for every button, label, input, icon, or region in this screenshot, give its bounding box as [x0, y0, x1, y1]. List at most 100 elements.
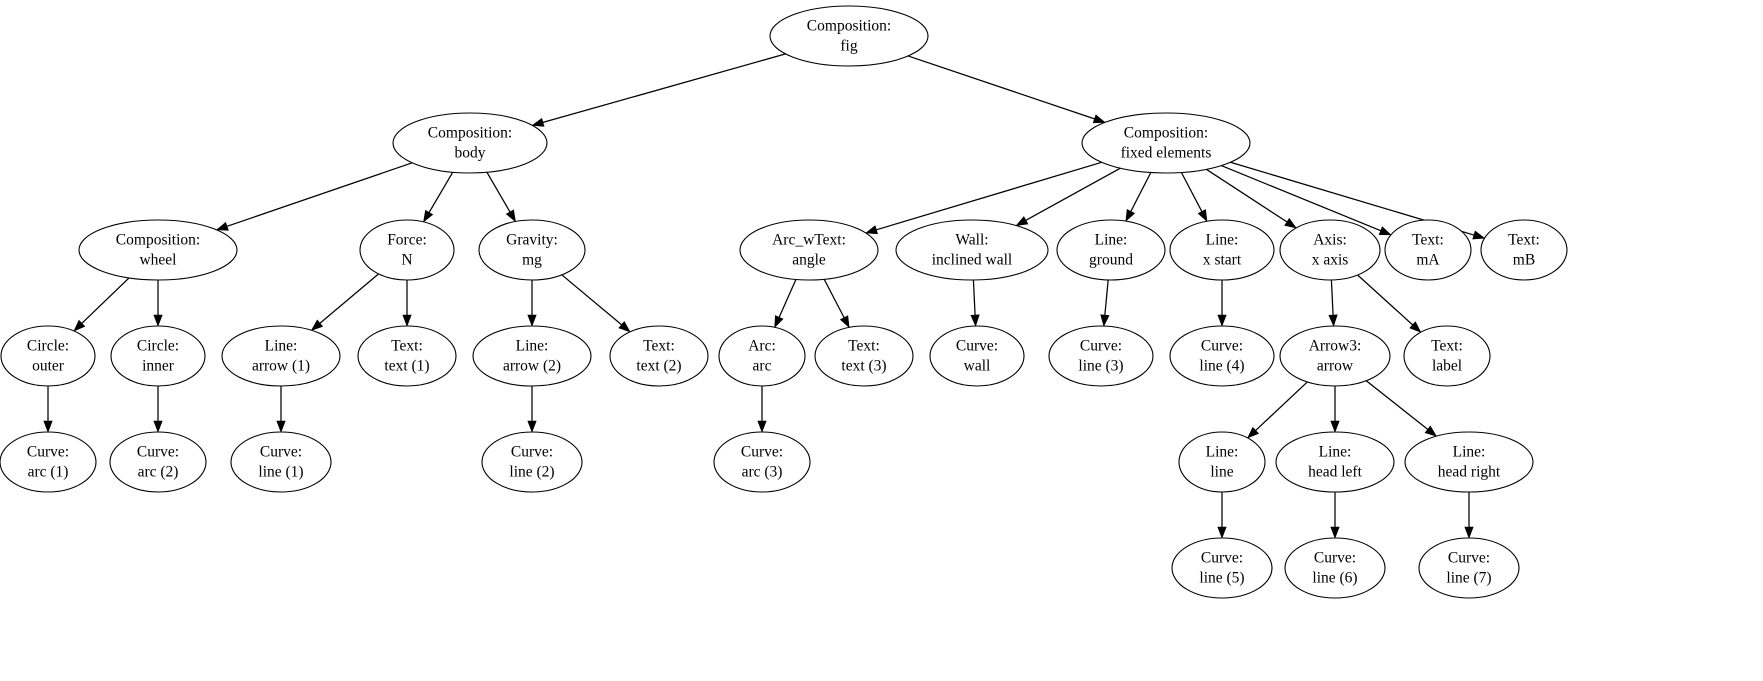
node-label-name: head right	[1438, 464, 1501, 481]
arrowhead-icon	[1015, 216, 1029, 227]
node-ellipse[interactable]	[769, 5, 929, 67]
edge-axisx-to-arrow3	[1328, 279, 1338, 327]
edge-line	[81, 277, 130, 324]
node-label-name: angle	[792, 252, 826, 269]
node-ellipse[interactable]	[230, 431, 332, 493]
node-texttext3[interactable]: Text:text (3)	[814, 325, 914, 387]
node-linexstart[interactable]: Line:x start	[1169, 219, 1275, 281]
node-curveline1[interactable]: Curve:line (1)	[230, 431, 332, 493]
node-ellipse[interactable]	[357, 325, 457, 387]
node-arcarc[interactable]: Arc:arc	[718, 325, 806, 387]
node-curvearc2[interactable]: Curve:arc (2)	[109, 431, 207, 493]
node-fixed[interactable]: Composition:fixed elements	[1081, 112, 1251, 174]
node-ellipse[interactable]	[814, 325, 914, 387]
node-arcwtext[interactable]: Arc_wText:angle	[739, 219, 879, 281]
node-circleinner[interactable]: Circle:inner	[110, 325, 206, 387]
node-forceN[interactable]: Force:N	[359, 219, 455, 281]
node-linearrow2[interactable]: Line:arrow (2)	[472, 325, 592, 387]
arrowhead-icon	[1247, 426, 1260, 439]
node-ellipse[interactable]	[1418, 537, 1520, 599]
arrowhead-icon	[1284, 217, 1297, 229]
node-texttext2[interactable]: Text:text (2)	[609, 325, 709, 387]
node-ellipse[interactable]	[0, 431, 97, 493]
node-label-name: line (1)	[258, 464, 303, 481]
node-ellipse[interactable]	[1178, 431, 1266, 493]
node-ellipse[interactable]	[929, 325, 1025, 387]
node-lineheadleft[interactable]: Line:head left	[1275, 431, 1395, 493]
node-label-type: Line:	[1319, 444, 1352, 461]
node-wheel[interactable]: Composition:wheel	[78, 219, 238, 281]
node-ellipse[interactable]	[1275, 431, 1395, 493]
node-ellipse[interactable]	[1284, 537, 1386, 599]
node-ellipse[interactable]	[1403, 325, 1491, 387]
node-ellipse[interactable]	[109, 431, 207, 493]
node-ellipse[interactable]	[1279, 219, 1381, 281]
node-curveline5[interactable]: Curve:line (5)	[1171, 537, 1273, 599]
node-lineline[interactable]: Line:line	[1178, 431, 1266, 493]
node-gravity[interactable]: Gravity:mg	[478, 219, 586, 281]
node-label-name: line (2)	[509, 464, 554, 481]
node-ellipse[interactable]	[221, 325, 341, 387]
node-lineheadright[interactable]: Line:head right	[1404, 431, 1534, 493]
node-label-type: Curve:	[956, 338, 998, 355]
edge-wall-to-curvewall	[970, 279, 980, 327]
edge-line	[1205, 168, 1288, 223]
node-textlabel[interactable]: Text:label	[1403, 325, 1491, 387]
node-ellipse[interactable]	[1384, 219, 1472, 281]
node-ellipse[interactable]	[1480, 219, 1568, 281]
node-curveline4[interactable]: Curve:line (4)	[1169, 325, 1275, 387]
edge-fixed-to-lineground	[1125, 172, 1152, 222]
node-ellipse[interactable]	[609, 325, 709, 387]
node-ellipse[interactable]	[1056, 219, 1166, 281]
node-ellipse[interactable]	[1279, 325, 1391, 387]
arrowhead-icon	[531, 117, 545, 127]
node-ellipse[interactable]	[713, 431, 811, 493]
node-fig[interactable]: Composition:fig	[769, 5, 929, 67]
node-curvearc3[interactable]: Curve:arc (3)	[713, 431, 811, 493]
edge-line	[1255, 381, 1308, 431]
arrowhead-icon	[43, 420, 53, 433]
node-ellipse[interactable]	[718, 325, 806, 387]
node-label-name: label	[1432, 358, 1462, 375]
node-ellipse[interactable]	[392, 112, 548, 174]
node-ellipse[interactable]	[481, 431, 583, 493]
node-ellipse[interactable]	[1048, 325, 1154, 387]
node-ellipse[interactable]	[1081, 112, 1251, 174]
node-axisx[interactable]: Axis:x axis	[1279, 219, 1381, 281]
node-ellipse[interactable]	[110, 325, 206, 387]
node-ellipse[interactable]	[359, 219, 455, 281]
node-label-type: Arc_wText:	[772, 232, 846, 249]
node-ellipse[interactable]	[78, 219, 238, 281]
node-arrow3[interactable]: Arrow3:arrow	[1279, 325, 1391, 387]
node-curvewall[interactable]: Curve: wall	[929, 325, 1025, 387]
node-curveline7[interactable]: Curve:line (7)	[1418, 537, 1520, 599]
node-ellipse[interactable]	[1404, 431, 1534, 493]
node-label-name: text (3)	[841, 358, 886, 375]
node-body[interactable]: Composition:body	[392, 112, 548, 174]
node-ellipse[interactable]	[1169, 219, 1275, 281]
node-label-name: wall	[964, 358, 991, 375]
node-curveline6[interactable]: Curve:line (6)	[1284, 537, 1386, 599]
node-ellipse[interactable]	[1171, 537, 1273, 599]
node-lineground[interactable]: Line:ground	[1056, 219, 1166, 281]
arrowhead-icon	[153, 420, 163, 433]
node-textmB[interactable]: Text:mB	[1480, 219, 1568, 281]
node-ellipse[interactable]	[478, 219, 586, 281]
node-curvearc1[interactable]: Curve:arc (1)	[0, 431, 97, 493]
node-ellipse[interactable]	[895, 219, 1049, 281]
node-linearrow1[interactable]: Line:arrow (1)	[221, 325, 341, 387]
node-texttext1[interactable]: Text:text (1)	[357, 325, 457, 387]
node-label-name: arc (2)	[138, 464, 179, 481]
node-wall[interactable]: Wall:inclined wall	[895, 219, 1049, 281]
arrowhead-icon	[1409, 321, 1422, 333]
node-label-type: Composition:	[116, 232, 200, 249]
node-circleouter[interactable]: Circle:outer	[0, 325, 96, 387]
node-ellipse[interactable]	[739, 219, 879, 281]
node-ellipse[interactable]	[0, 325, 96, 387]
node-curveline2[interactable]: Curve:line (2)	[481, 431, 583, 493]
node-curveline3[interactable]: Curve:line (3)	[1048, 325, 1154, 387]
node-ellipse[interactable]	[1169, 325, 1275, 387]
node-textmA[interactable]: Text:mA	[1384, 219, 1472, 281]
edge-arrow3-to-lineheadright	[1365, 380, 1438, 437]
node-ellipse[interactable]	[472, 325, 592, 387]
